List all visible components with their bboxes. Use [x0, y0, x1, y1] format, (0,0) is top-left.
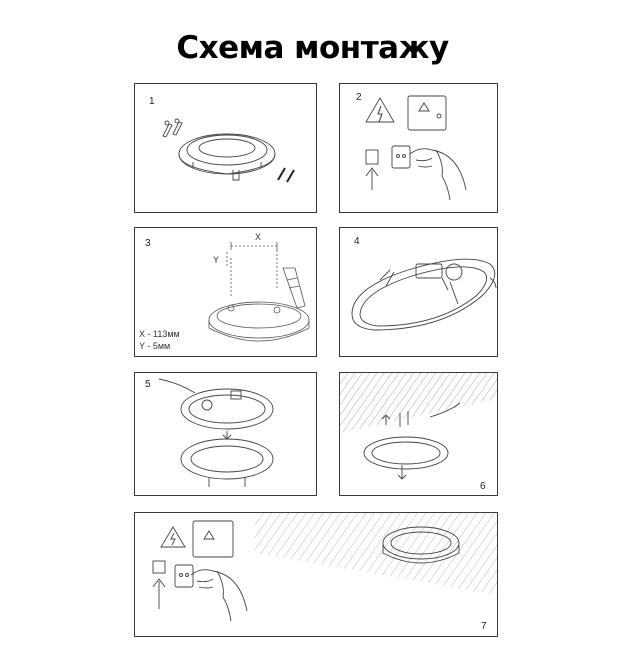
step-3-panel: 3 X Y X - 113мм Y - 5мм	[134, 227, 317, 357]
step-5-panel: 5	[134, 372, 317, 496]
dimension-x: X - 113мм	[139, 329, 180, 339]
base-mounting-illustration	[351, 258, 497, 331]
step-number: 4	[354, 236, 360, 247]
axis-x-label: X	[255, 232, 262, 242]
page-title: Схема монтажу	[176, 30, 449, 66]
step-number: 6	[480, 481, 486, 492]
cover-assembly-illustration	[158, 378, 274, 487]
axis-y-label: Y	[213, 255, 220, 265]
step-7-panel: 7	[134, 512, 498, 637]
drilling-measurement-illustration	[208, 242, 310, 342]
step-1-panel: 1	[134, 83, 317, 213]
step-6-panel: 6	[339, 372, 498, 496]
power-on-illustration	[152, 513, 497, 622]
step-number: 1	[149, 96, 155, 107]
step-number: 3	[145, 238, 151, 249]
fixture-with-screws-illustration	[162, 118, 295, 183]
dimension-y: Y - 5мм	[139, 341, 171, 351]
step-number: 2	[356, 92, 362, 103]
step-number: 7	[481, 621, 487, 632]
step-4-panel: 4	[339, 227, 498, 357]
step-number: 5	[145, 379, 151, 390]
power-off-illustration	[365, 95, 467, 201]
ceiling-mount-illustration	[340, 373, 497, 480]
step-2-panel: 2	[339, 83, 498, 213]
